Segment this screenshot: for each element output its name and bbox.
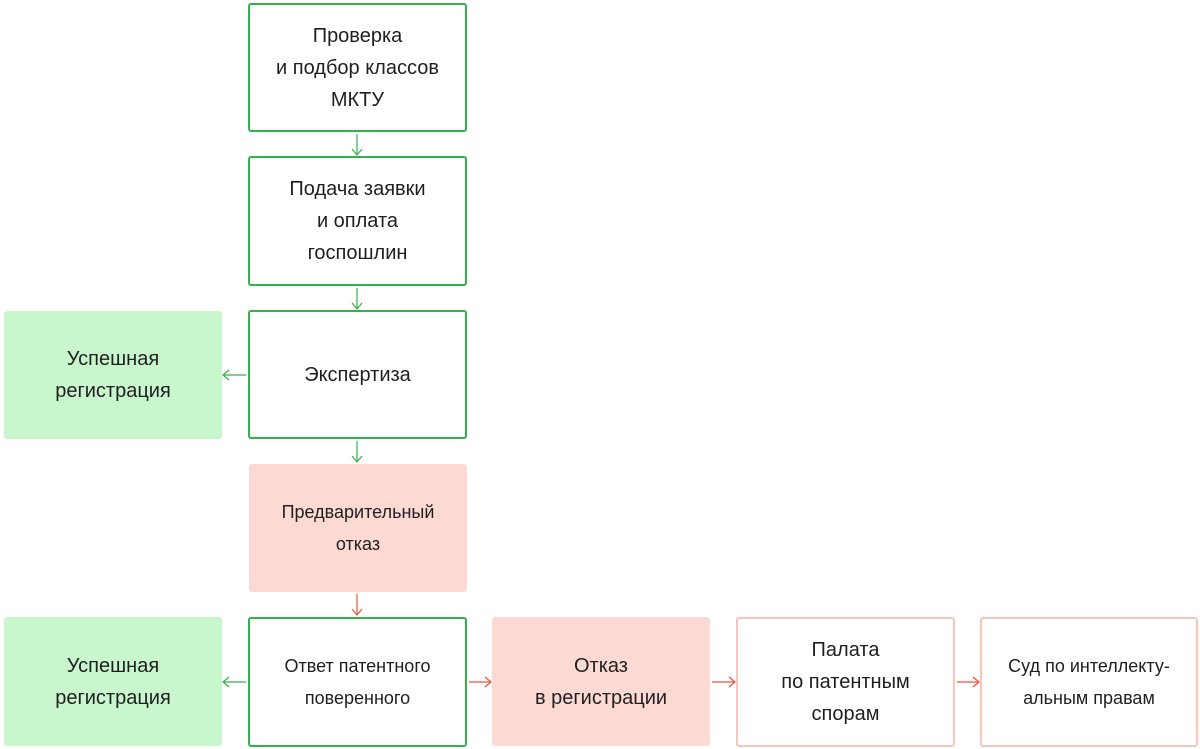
step-ip-court: Суд по интеллекту- альным правам xyxy=(980,617,1198,747)
arrow-examination-to-preliminary xyxy=(351,441,363,463)
step-attorney-response-label: Ответ патентного поверенного xyxy=(284,656,431,708)
arrow-application-to-examination xyxy=(351,288,363,310)
step-ip-court-label: Суд по интеллекту- альным правам xyxy=(1008,656,1170,708)
step-patent-chamber-label: Палата по патентным спорам xyxy=(781,639,910,725)
step-attorney-response: Ответ патентного поверенного xyxy=(248,617,467,747)
arrow-preliminary-to-response xyxy=(351,594,363,616)
step-registration-refusal-label: Отказ в регистрации xyxy=(534,654,668,709)
step-registration-refusal: Отказ в регистрации xyxy=(492,617,710,746)
step-patent-chamber: Палата по патентным спорам xyxy=(736,617,955,747)
step-preliminary-refusal: Предварительный отказ xyxy=(249,464,467,592)
outcome-success-1: Успешная регистрация xyxy=(4,311,222,439)
step-application: Подача заявки и оплата госпошлин xyxy=(248,156,467,286)
arrow-chamber-to-court xyxy=(957,676,980,688)
step-application-label: Подача заявки и оплата госпошлин xyxy=(289,178,426,264)
arrow-check-to-application xyxy=(351,134,363,156)
arrow-refusal-to-chamber xyxy=(712,676,736,688)
outcome-success-2: Успешная регистрация xyxy=(4,617,222,746)
step-examination: Экспертиза xyxy=(248,310,467,439)
outcome-success-1-label: Успешная регистрация xyxy=(55,348,171,402)
step-examination-label: Экспертиза xyxy=(304,363,411,386)
outcome-success-2-label: Успешная регистрация xyxy=(55,654,171,709)
arrow-examination-to-success xyxy=(222,369,246,381)
step-check-classes: Проверка и подбор классов МКТУ xyxy=(248,3,467,132)
step-check-classes-label: Проверка и подбор классов МКТУ xyxy=(276,24,439,111)
arrow-response-to-success xyxy=(222,676,246,688)
arrow-response-to-refusal xyxy=(469,676,492,688)
step-preliminary-refusal-label: Предварительный отказ xyxy=(281,502,435,554)
